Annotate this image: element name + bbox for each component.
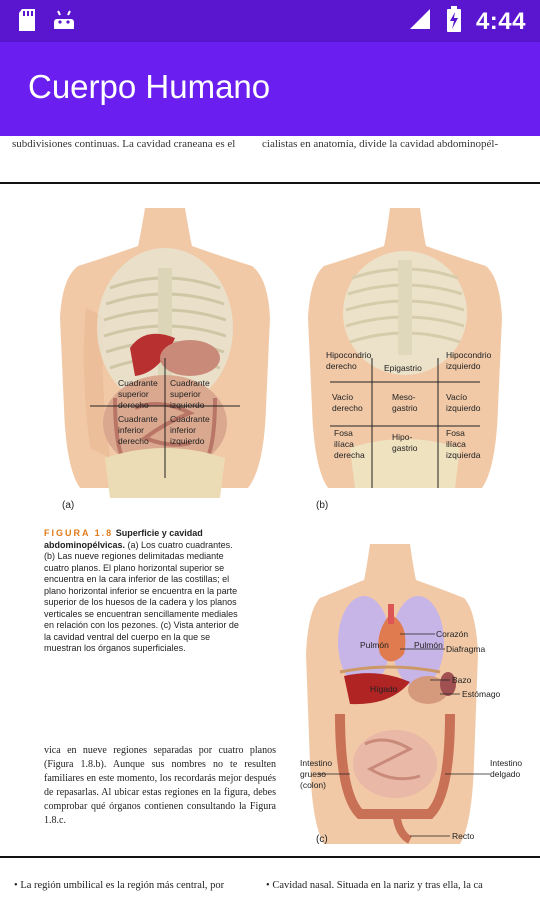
quadrant-label: superior <box>118 389 149 399</box>
caption-body: (a) Los cuatro cuadrantes. (b) Las nueve… <box>44 539 239 654</box>
organ-label: Estómago <box>462 689 501 699</box>
region-label: izquierda <box>446 450 481 460</box>
region-label: Hipocondrio <box>326 350 372 360</box>
quadrant-label: inferior <box>118 425 144 435</box>
quadrant-label: superior <box>170 389 201 399</box>
divider-top <box>0 182 540 184</box>
region-label: gastrio <box>392 443 418 453</box>
quadrant-label: Cuadrante <box>170 414 210 424</box>
app-bar: Cuerpo Humano <box>0 42 540 136</box>
region-label: derecho <box>332 403 363 413</box>
region-label: Fosa <box>334 428 353 438</box>
battery-charging-icon <box>446 6 462 37</box>
quadrant-label: inferior <box>170 425 196 435</box>
quadrant-label: Cuadrante <box>118 414 158 424</box>
organ-label: delgado <box>490 769 521 779</box>
organ-label: Diafragma <box>446 644 485 654</box>
region-label: Epigastrio <box>384 363 422 373</box>
region-label: derecho <box>326 361 357 371</box>
organ-label: Bazo <box>452 675 472 685</box>
region-label: izquierdo <box>446 403 481 413</box>
organ-label: Recto <box>452 831 474 841</box>
quadrant-label: derecho <box>118 400 149 410</box>
region-label: Hipocondrio <box>446 350 492 360</box>
document-page[interactable]: subdivisiones continuas. La cavidad cran… <box>0 136 540 900</box>
region-label: ilíaca <box>446 439 466 449</box>
organ-label: Intestino <box>300 758 332 768</box>
android-icon <box>52 9 76 36</box>
signal-icon <box>408 7 432 36</box>
region-label: Vacío <box>332 392 353 402</box>
bottom-right-text: • Cavidad nasal. Situada en la nariz y t… <box>266 880 483 891</box>
body-paragraph: vica en nueve regiones separadas por cua… <box>44 745 276 826</box>
organ-label: Pulmón <box>360 640 389 650</box>
region-label: ilíaca <box>334 439 354 449</box>
figure-b-image: Hipocondrio derecho Epigastrio Hipocondr… <box>308 208 502 488</box>
region-label: izquierdo <box>446 361 481 371</box>
panel-label-c: (c) <box>316 834 328 845</box>
top-left-text: subdivisiones continuas. La cavidad cran… <box>12 138 236 150</box>
sd-card-icon <box>18 8 36 37</box>
figure-c-image: Corazón Pulmón Pulmón Diafragma Hígado B… <box>300 544 522 844</box>
organ-label: Intestino <box>490 758 522 768</box>
quadrant-label: derecho <box>118 436 149 446</box>
figure-number: FIGURA 1.8 <box>44 528 114 538</box>
organ-label: Corazón <box>436 629 468 639</box>
panel-label-b: (b) <box>316 500 329 511</box>
organ-label: Pulmón <box>414 640 443 650</box>
panel-label-a: (a) <box>62 500 75 511</box>
quadrant-label: Cuadrante <box>118 378 158 388</box>
organ-label: grueso <box>300 769 326 779</box>
region-label: derecha <box>334 450 365 460</box>
quadrant-label: izquierdo <box>170 436 205 446</box>
region-label: Fosa <box>446 428 465 438</box>
caption-title: Superficie y cavidad abdominopélvicas. <box>44 528 203 550</box>
quadrant-label: izquierdo <box>170 400 205 410</box>
bottom-left-text: • La región umbilical es la región más c… <box>14 880 225 891</box>
app-title: Cuerpo Humano <box>28 68 271 105</box>
organ-label: (colon) <box>300 780 326 790</box>
top-right-text: cialistas en anatomía, divide la cavidad… <box>262 138 499 150</box>
organ-label: Hígado <box>370 684 398 694</box>
figure-a-image: Cuadrante superior derecho Cuadrante sup… <box>60 208 270 498</box>
clock: 4:44 <box>475 7 526 35</box>
status-bar: 4:44 <box>0 0 540 42</box>
figure-caption: FIGURA 1.8 Superficie y cavidad abdomino… <box>44 528 244 655</box>
region-label: Hipo- <box>392 432 412 442</box>
quadrant-label: Cuadrante <box>170 378 210 388</box>
region-label: Meso- <box>392 392 416 402</box>
divider-bottom <box>0 856 540 858</box>
region-label: Vacío <box>446 392 467 402</box>
region-label: gastrio <box>392 403 418 413</box>
